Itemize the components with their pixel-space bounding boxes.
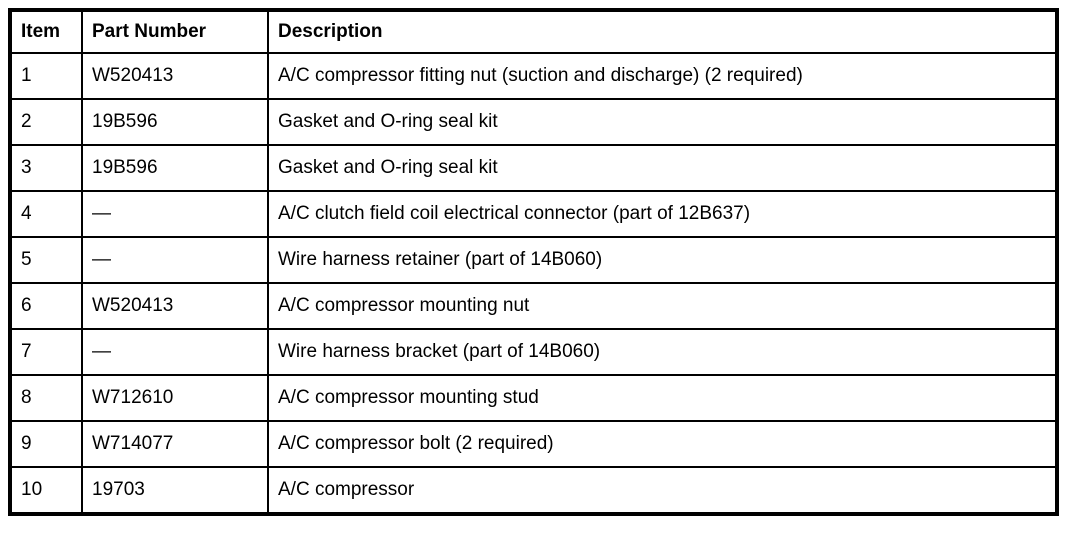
description-cell: A/C compressor (267, 466, 1058, 515)
table-row: 3 19B596 Gasket and O-ring seal kit (9, 144, 1058, 192)
part-number-cell: W520413 (81, 52, 269, 100)
column-header-description: Description (267, 9, 1058, 54)
item-cell: 7 (9, 328, 83, 376)
item-cell: 8 (9, 374, 83, 422)
description-cell: Wire harness bracket (part of 14B060) (267, 328, 1058, 376)
table-row: 7 — Wire harness bracket (part of 14B060… (9, 328, 1058, 376)
part-number-cell: — (81, 236, 269, 284)
description-cell: A/C compressor mounting stud (267, 374, 1058, 422)
item-cell: 4 (9, 190, 83, 238)
description-cell: A/C compressor bolt (2 required) (267, 420, 1058, 468)
part-number-cell: W714077 (81, 420, 269, 468)
item-cell: 6 (9, 282, 83, 330)
part-number-cell: 19703 (81, 466, 269, 515)
description-cell: A/C compressor mounting nut (267, 282, 1058, 330)
part-number-cell: — (81, 190, 269, 238)
part-number-cell: W712610 (81, 374, 269, 422)
part-number-cell: W520413 (81, 282, 269, 330)
table-row: 6 W520413 A/C compressor mounting nut (9, 282, 1058, 330)
table-row: 2 19B596 Gasket and O-ring seal kit (9, 98, 1058, 146)
item-cell: 10 (9, 466, 83, 515)
item-cell: 2 (9, 98, 83, 146)
description-cell: Gasket and O-ring seal kit (267, 98, 1058, 146)
item-cell: 3 (9, 144, 83, 192)
description-cell: Gasket and O-ring seal kit (267, 144, 1058, 192)
column-header-part-number: Part Number (81, 9, 269, 54)
table-row: 4 — A/C clutch field coil electrical con… (9, 190, 1058, 238)
table-row: 8 W712610 A/C compressor mounting stud (9, 374, 1058, 422)
parts-table-body: 1 W520413 A/C compressor fitting nut (su… (9, 52, 1058, 515)
table-row: 9 W714077 A/C compressor bolt (2 require… (9, 420, 1058, 468)
table-row: 10 19703 A/C compressor (9, 466, 1058, 515)
description-cell: Wire harness retainer (part of 14B060) (267, 236, 1058, 284)
part-number-cell: 19B596 (81, 144, 269, 192)
part-number-cell: 19B596 (81, 98, 269, 146)
description-cell: A/C clutch field coil electrical connect… (267, 190, 1058, 238)
item-cell: 5 (9, 236, 83, 284)
item-cell: 9 (9, 420, 83, 468)
table-row: 5 — Wire harness retainer (part of 14B06… (9, 236, 1058, 284)
parts-table-header: Item Part Number Description (9, 9, 1058, 54)
column-header-item: Item (9, 9, 83, 54)
parts-table: Item Part Number Description 1 W520413 A… (8, 8, 1059, 516)
part-number-cell: — (81, 328, 269, 376)
header-row: Item Part Number Description (9, 9, 1058, 54)
description-cell: A/C compressor fitting nut (suction and … (267, 52, 1058, 100)
table-row: 1 W520413 A/C compressor fitting nut (su… (9, 52, 1058, 100)
item-cell: 1 (9, 52, 83, 100)
